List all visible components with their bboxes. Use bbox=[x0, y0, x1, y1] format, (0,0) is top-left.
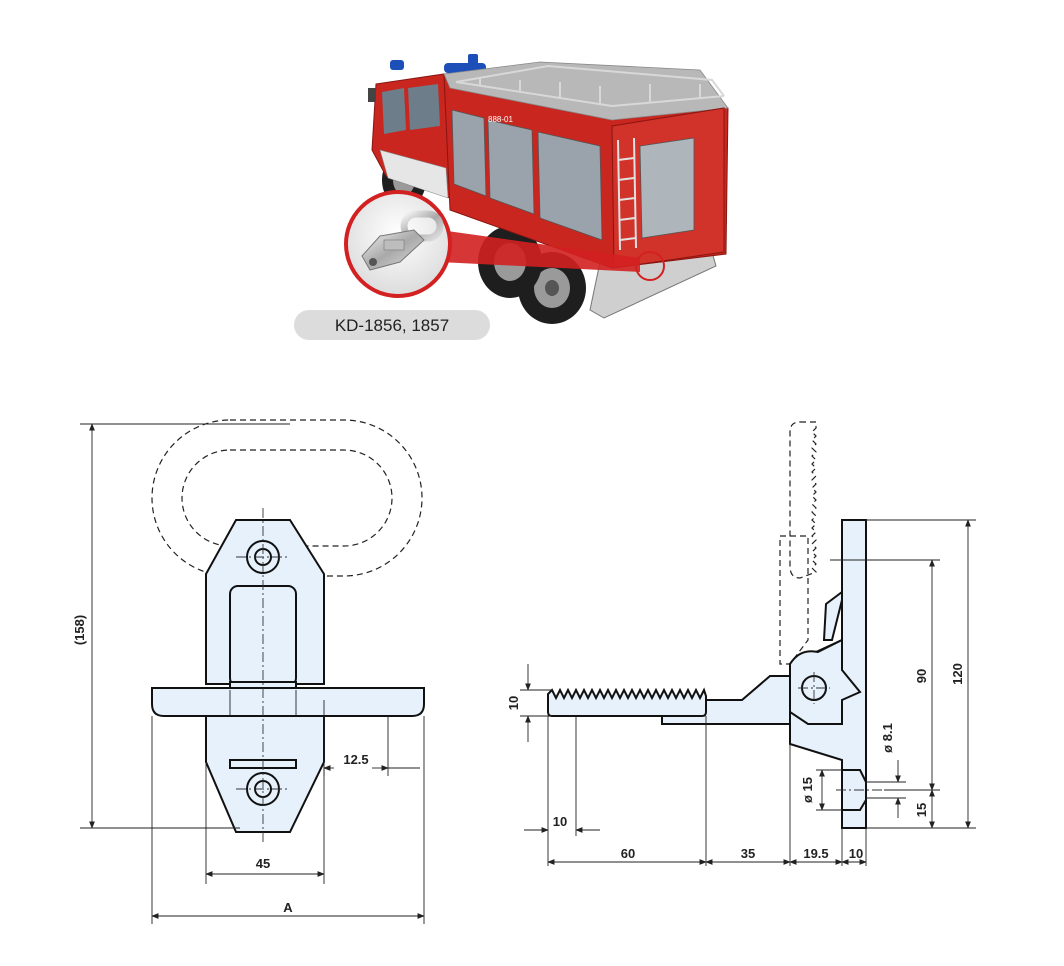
dim-overall-height: (158) bbox=[72, 615, 87, 645]
model-label: KD-1856, 1857 bbox=[335, 316, 449, 335]
dim-pivot-offset: 19.5 bbox=[803, 846, 828, 861]
front-crossbar bbox=[151, 687, 425, 717]
dim-hole-spacing: 90 bbox=[914, 669, 929, 683]
front-view-dimensions: (158) 12.5 45 A bbox=[72, 423, 425, 924]
side-spring bbox=[822, 590, 843, 641]
latch-photo bbox=[361, 210, 444, 271]
dim-total-width: A bbox=[283, 900, 293, 915]
model-label-pill: KD-1856, 1857 bbox=[294, 310, 490, 340]
dim-bottom-offset: 15 bbox=[914, 803, 929, 817]
rear-ladder bbox=[617, 137, 637, 251]
dim-teeth-height: 10 bbox=[506, 696, 521, 710]
roof-rail bbox=[455, 64, 725, 108]
ladder-ghost bbox=[779, 421, 818, 665]
dim-arm-offset: 35 bbox=[741, 846, 755, 861]
front-view-drawing bbox=[151, 419, 425, 842]
dim-body-width: 45 bbox=[256, 856, 270, 871]
dim-right-offset: 12.5 bbox=[343, 752, 368, 767]
dim-teeth-pitch: 10 bbox=[553, 814, 567, 829]
side-toothed-step bbox=[547, 687, 707, 717]
truck-number: 888-01 bbox=[488, 115, 513, 124]
side-view-drawing bbox=[547, 421, 884, 829]
fire-truck-illustration: 888-01 bbox=[368, 54, 729, 324]
dim-counterbore-dia: ø 15 bbox=[800, 777, 815, 803]
side-shutters bbox=[451, 109, 603, 241]
dim-arm-length: 60 bbox=[621, 846, 635, 861]
dim-hole-dia: ø 8.1 bbox=[880, 723, 895, 753]
side-view-dimensions: 10 10 60 35 19.5 10 120 90 15 bbox=[506, 519, 976, 866]
dim-plate-thickness: 10 bbox=[849, 846, 863, 861]
latch-zoom-bubble bbox=[344, 190, 452, 298]
dim-plate-height: 120 bbox=[950, 663, 965, 685]
